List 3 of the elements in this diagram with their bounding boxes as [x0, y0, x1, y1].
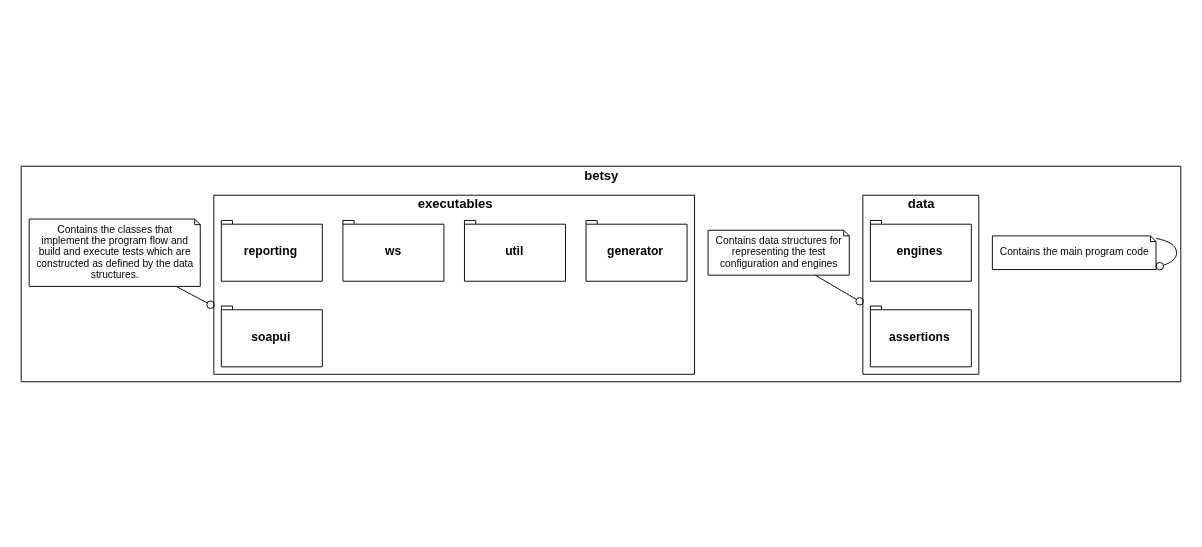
connector [175, 285, 215, 309]
connector [814, 274, 864, 306]
connector [1155, 237, 1178, 270]
